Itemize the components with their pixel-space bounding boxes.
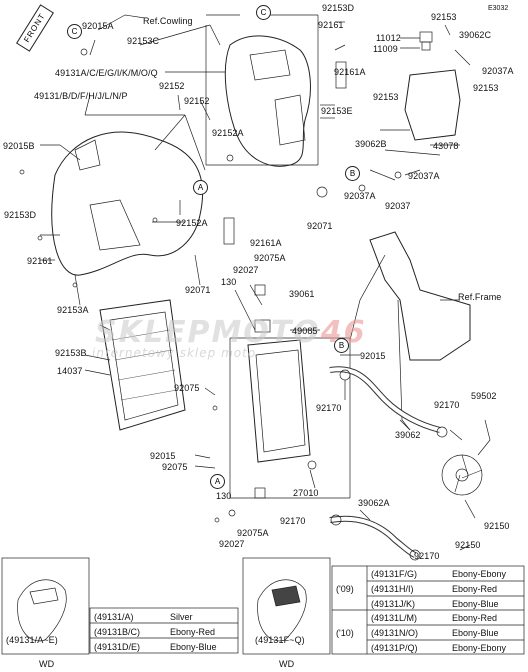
label-92075-low: 92075 <box>162 462 188 472</box>
label-92071-top: 92071 <box>307 221 333 231</box>
legend-left-code-3: (49131D/E) <box>94 642 141 652</box>
inset-wd-right: WD <box>279 659 295 669</box>
label-92170-low: 92170 <box>280 516 306 526</box>
label-92075-left: 92075 <box>174 383 200 393</box>
label-92027-top: 92027 <box>233 265 259 275</box>
label-92161-left: 92161 <box>27 256 53 266</box>
label-92170-bottom: 92170 <box>414 551 440 561</box>
label-92170-right: 92170 <box>434 400 460 410</box>
label-59502: 59502 <box>471 391 497 401</box>
label-92075A-top: 92075A <box>254 253 286 263</box>
label-39062C: 39062C <box>459 30 492 40</box>
inset-caption-left: (49131/A~E) <box>6 635 58 645</box>
watermark-brand: SKLEPMOTO46 <box>95 315 367 350</box>
label-92075A-low: 92075A <box>237 528 269 538</box>
watermark-tagline: internetowy sklep moto <box>92 346 257 360</box>
legend-right-color-2: Ebony-Red <box>452 584 498 594</box>
callout-a-left: A <box>193 180 208 195</box>
label-92150-a: 92150 <box>484 521 510 531</box>
legend-right-color-4: Ebony-Red <box>452 613 498 623</box>
legend-year-09: ('09) <box>336 584 354 594</box>
callout-a-bottom: A <box>210 474 225 489</box>
label-39062: 39062 <box>395 430 421 440</box>
label-92161A-top: 92161A <box>334 67 366 77</box>
label-39062B: 39062B <box>355 139 387 149</box>
inset-wd-left: WD <box>39 659 55 669</box>
label-92015-low: 92015 <box>150 451 176 461</box>
label-39061: 39061 <box>289 289 315 299</box>
label-ref-frame: Ref.Frame <box>458 292 502 302</box>
legend-right-code-2: (49131H/I) <box>371 584 414 594</box>
legend-year-10: ('10) <box>336 628 354 638</box>
inset-caption-right: (49131F~Q) <box>255 635 305 645</box>
legend-right-color-5: Ebony-Blue <box>452 628 499 638</box>
label-92037: 92037 <box>385 201 411 211</box>
label-49085: 49085 <box>292 326 318 336</box>
legend-left-code-2: (49131B/C) <box>94 627 141 637</box>
label-130-top: 130 <box>221 277 237 287</box>
label-92015A: 92015A <box>82 21 114 31</box>
label-92153C: 92153C <box>127 36 160 46</box>
label-92037A-mid: 92037A <box>408 171 440 181</box>
label-11012: 11012 <box>376 33 401 43</box>
label-49131-main: 49131A/C/E/G/I/K/M/O/Q <box>55 68 158 78</box>
label-92153B: 92153B <box>55 348 87 358</box>
label-92153-right: 92153 <box>473 83 499 93</box>
label-92161A-mid: 92161A <box>250 238 282 248</box>
label-92152-a: 92152 <box>159 81 185 91</box>
label-92153A: 92153A <box>57 305 89 315</box>
legend-right-code-6: (49131P/Q) <box>371 643 418 653</box>
legend-right-code-1: (49131F/G) <box>371 569 418 579</box>
label-92153D-top: 92153D <box>322 3 355 13</box>
label-92027-low: 92027 <box>219 539 245 549</box>
label-92037A-top: 92037A <box>482 66 514 76</box>
label-130-low: 130 <box>216 491 232 501</box>
legend-right-code-5: (49131N/O) <box>371 628 419 638</box>
callout-c-left: C <box>67 24 82 39</box>
label-92153-mid: 92153 <box>373 92 399 102</box>
label-92152-b: 92152 <box>184 96 210 106</box>
legend-right-color-6: Ebony-Ebony <box>452 643 507 653</box>
legend-right-color-3: Ebony-Blue <box>452 599 499 609</box>
label-92150-b: 92150 <box>455 540 481 550</box>
callout-b-mid: B <box>334 338 349 353</box>
label-43078: 43078 <box>433 141 459 151</box>
legend-left-code-1: (49131/A) <box>94 612 134 622</box>
callout-c-top: C <box>256 5 271 20</box>
label-92152A-mid: 92152A <box>176 218 208 228</box>
label-92170-mid: 92170 <box>316 403 342 413</box>
label-14037: 14037 <box>57 366 83 376</box>
label-92153-top: 92153 <box>431 12 457 22</box>
legend-left-color-2: Ebony-Red <box>170 627 216 637</box>
label-27010: 27010 <box>293 488 319 498</box>
label-49131-alt: 49131/B/D/F/H/J/L/N/P <box>34 91 128 101</box>
label-92161-top: 92161 <box>318 20 344 30</box>
label-11009: 11009 <box>373 44 398 54</box>
legend-left-color-3: Ebony-Blue <box>170 642 217 652</box>
label-ref-cowling: Ref.Cowling <box>143 16 193 26</box>
label-92015B: 92015B <box>3 141 35 151</box>
label-92015-mid: 92015 <box>360 351 386 361</box>
legend-left-color-1: Silver <box>170 612 193 622</box>
label-39062A: 39062A <box>358 498 390 508</box>
label-92071-mid: 92071 <box>185 285 211 295</box>
legend-right-code-3: (49131J/K) <box>371 599 416 609</box>
legend-right-code-4: (49131L/M) <box>371 613 418 623</box>
label-92037A-low: 92037A <box>344 191 376 201</box>
callout-b-top: B <box>345 166 360 181</box>
label-92152A-top: 92152A <box>212 128 244 138</box>
label-92153D-left: 92153D <box>4 210 37 220</box>
legend-right-color-1: Ebony-Ebony <box>452 569 507 579</box>
diagram-code: E3032 <box>488 5 509 12</box>
label-92153E: 92153E <box>321 106 353 116</box>
